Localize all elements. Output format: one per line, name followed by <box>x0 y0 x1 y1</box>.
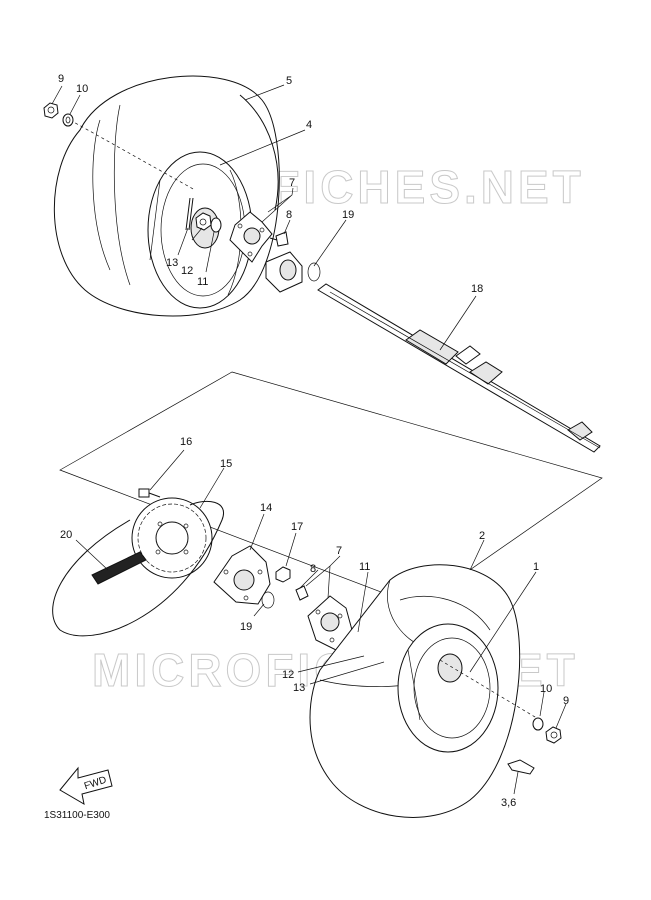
callout-12-top: 12 <box>181 265 193 277</box>
bolt-16 <box>138 488 161 498</box>
o-ring-19-top <box>307 262 321 282</box>
drive-chain-20 <box>52 500 225 637</box>
callout-4: 4 <box>306 119 312 131</box>
callout-labels: 9 10 5 4 7 8 19 13 12 11 18 16 15 20 14 … <box>58 73 569 809</box>
washer-10-top <box>62 113 74 127</box>
callout-10-top: 10 <box>76 83 88 95</box>
nut-17 <box>275 566 291 583</box>
washer-11-top <box>210 217 222 233</box>
callout-20: 20 <box>60 529 72 541</box>
callout-14: 14 <box>260 502 272 514</box>
callout-13-top: 13 <box>166 257 178 269</box>
callout-1: 1 <box>533 561 539 573</box>
bolt-8-top <box>269 231 289 247</box>
callout-17: 17 <box>291 521 303 533</box>
callout-5: 5 <box>286 75 292 87</box>
washer-10-bottom <box>532 717 544 731</box>
callout-18: 18 <box>471 283 483 295</box>
callout-8-bottom: 8 <box>310 563 316 575</box>
callout-9-top: 9 <box>58 73 64 85</box>
rear-axle-18 <box>317 283 601 453</box>
sprocket-15 <box>131 497 213 579</box>
callout-11-bottom: 11 <box>359 561 370 573</box>
hub-7-top <box>229 211 273 263</box>
sprocket-hub-14 <box>213 545 271 605</box>
bolt-8-bottom <box>295 585 309 601</box>
callout-7-top: 7 <box>289 177 295 189</box>
callout-3-6: 3,6 <box>501 797 516 809</box>
callout-2: 2 <box>479 530 485 542</box>
callout-12-bottom: 12 <box>282 669 294 681</box>
castle-nut-12-top <box>195 212 212 231</box>
callout-11-top: 11 <box>197 276 208 288</box>
callout-9-bottom: 9 <box>563 695 569 707</box>
callout-8-top: 8 <box>286 209 292 221</box>
valve-3-6 <box>507 759 535 775</box>
fwd-arrow-icon: FWD <box>59 766 113 805</box>
callout-7-bottom: 7 <box>336 545 342 557</box>
callout-10-bottom: 10 <box>540 683 552 695</box>
callout-19-bottom: 19 <box>240 621 252 633</box>
bearing-housing-top <box>265 251 303 293</box>
bottom-rim <box>397 623 499 753</box>
diagram-code: 1S31100-E300 <box>44 810 110 821</box>
cotter-pin-13-top <box>185 197 194 231</box>
o-ring-19-bottom <box>261 591 275 609</box>
stud-axis-line-bottom <box>439 659 541 721</box>
callout-13-bottom: 13 <box>293 682 305 694</box>
nut-9-bottom <box>545 726 562 744</box>
leader-lines <box>51 84 567 795</box>
callout-16: 16 <box>180 436 192 448</box>
callout-19-top: 19 <box>342 209 354 221</box>
callout-15: 15 <box>220 458 232 470</box>
nut-9-top <box>43 102 59 119</box>
